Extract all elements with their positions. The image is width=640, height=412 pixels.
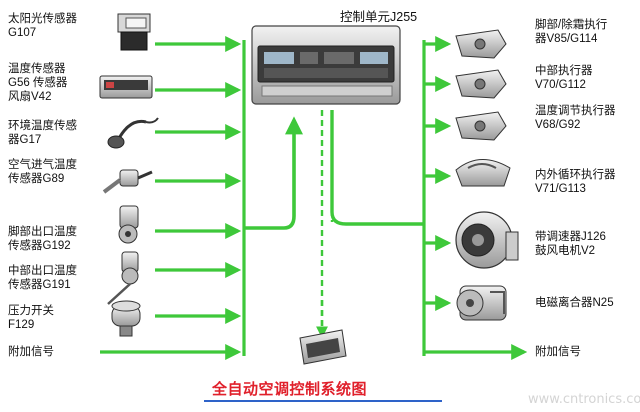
- input-wires: [100, 36, 242, 360]
- diagnostic-connector-icon: [299, 329, 347, 365]
- blower-motor-icon: [455, 211, 519, 269]
- input-label-center-sensor: 中部出口温度传感器G191: [8, 265, 77, 291]
- output-label-additional-signal: 附加信号: [535, 346, 581, 358]
- output-wires: [424, 36, 528, 360]
- footwell-defrost-actuator-icon: [455, 29, 507, 59]
- center-outlet-temp-sensor-icon: [107, 251, 139, 305]
- caption-underline: [204, 400, 442, 402]
- pressure-switch-icon: [111, 300, 141, 337]
- input-label-ambient-sensor: 环境温度传感器G17: [8, 120, 77, 146]
- input-label-additional-signal: 附加信号: [8, 346, 54, 358]
- input-label-intake-sensor: 空气进气温度传感器G89: [8, 159, 77, 185]
- watermark-text: www.cntronics.com: [528, 392, 640, 407]
- controller-to-output-bus: [330, 110, 424, 226]
- sun-sensor-icon: [117, 13, 151, 51]
- bus-to-controller: [244, 116, 303, 230]
- magnetic-clutch-icon: [456, 285, 507, 321]
- footwell-outlet-temp-sensor-icon: [118, 205, 139, 244]
- intake-air-temp-sensor-icon: [102, 169, 153, 194]
- output-label-footwell-defrost-actuator: 脚部/除霜执行器V85/G114: [535, 19, 608, 45]
- temperature-sensor-panel-icon: [99, 75, 153, 99]
- diagram-caption: 全自动空调控制系统图: [212, 380, 368, 398]
- ambient-temp-sensor-icon: [107, 117, 159, 149]
- center-actuator-icon: [455, 69, 507, 99]
- recirculation-actuator-icon: [455, 159, 511, 187]
- temperature-actuator-icon: [455, 111, 507, 141]
- output-label-magnetic-clutch: 电磁离合器N25: [535, 297, 614, 309]
- controller-label: 控制单元J255: [340, 10, 418, 24]
- controller-unit-illustration: [251, 25, 401, 105]
- input-label-footwell-sensor: 脚部出口温度传感器G192: [8, 226, 77, 252]
